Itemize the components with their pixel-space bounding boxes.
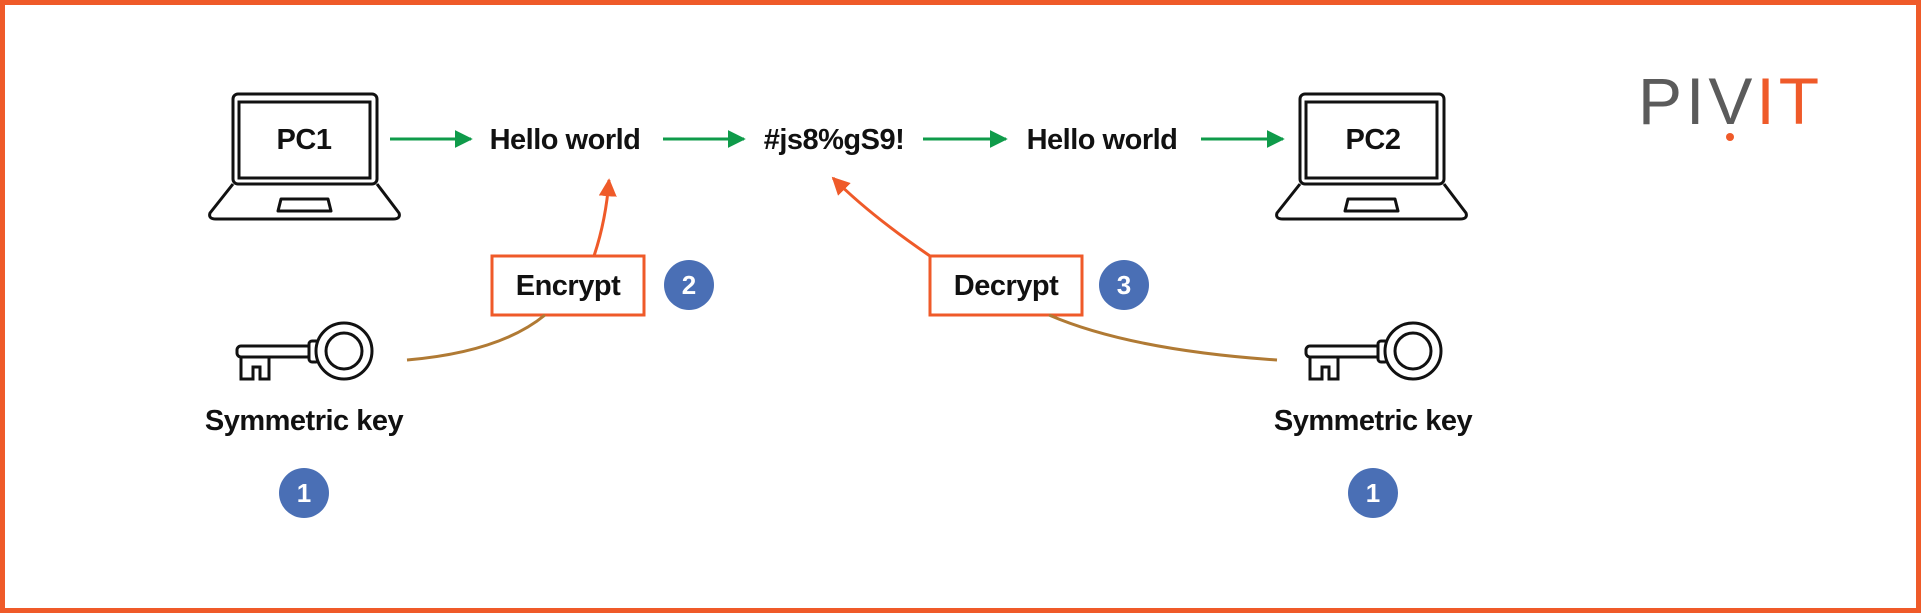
pivit-logo: PIVIT (1638, 64, 1823, 141)
key-icon (1304, 321, 1443, 381)
decrypt-label: Decrypt (954, 270, 1059, 302)
ciphertext-label: #js8%gS9! (764, 124, 905, 156)
key-link (1048, 313, 1278, 362)
decrypt-box (928, 254, 1084, 317)
plaintext-label: Hello world (490, 124, 641, 156)
encrypt-arrow (592, 178, 617, 257)
pc1-label: PC1 (277, 124, 332, 156)
symmetric-key-label: Symmetric key (205, 405, 404, 437)
key-link (406, 313, 546, 362)
svg-text:PIVIT: PIVIT (1638, 64, 1823, 138)
step-badge (1099, 260, 1149, 310)
pc2-laptop-icon (1275, 92, 1468, 221)
step-number: 1 (1366, 478, 1380, 508)
key-icon (235, 321, 374, 381)
step-badge (1348, 468, 1398, 518)
decrypt-arrow (831, 176, 931, 258)
step-badge (664, 260, 714, 310)
encrypt-label: Encrypt (516, 270, 621, 302)
step-number: 3 (1117, 270, 1131, 300)
symmetric-key-label: Symmetric key (1274, 405, 1473, 437)
plaintext-label: Hello world (1027, 124, 1178, 156)
step-number: 1 (297, 478, 311, 508)
encrypt-box (490, 254, 646, 317)
step-badge (279, 468, 329, 518)
step-number: 2 (682, 270, 696, 300)
pc1-laptop-icon (208, 92, 401, 221)
pc2-label: PC2 (1346, 124, 1401, 156)
